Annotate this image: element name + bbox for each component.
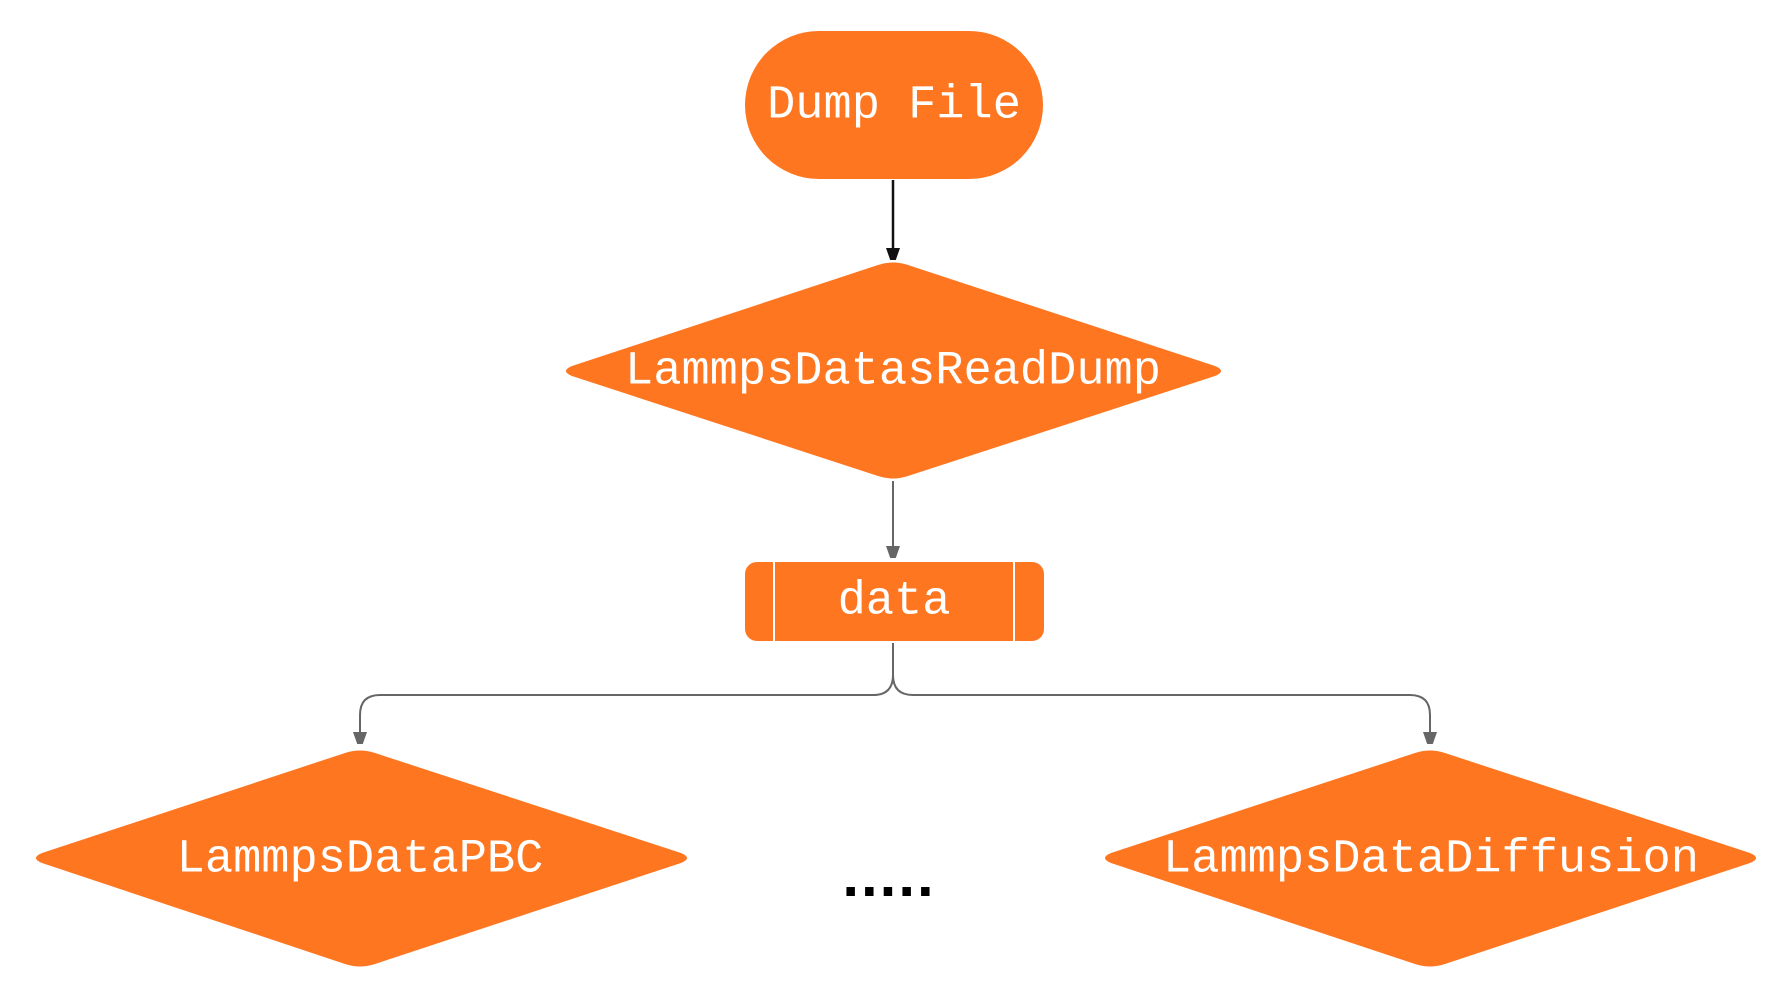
- pbc-shape: [36, 750, 687, 967]
- dump-file-label: Dump File: [767, 79, 1021, 132]
- node-read-dump: LammpsDatasReadDump: [566, 262, 1221, 479]
- node-data: data: [745, 562, 1044, 641]
- pbc-label: LammpsDataPBC: [177, 833, 544, 886]
- read-dump-label: LammpsDatasReadDump: [625, 345, 1161, 398]
- edge-data-to-pbc: [360, 643, 894, 742]
- dump-file-shape: [745, 31, 1043, 179]
- edge-data-to-diffusion: [892, 643, 1430, 742]
- diffusion-label: LammpsDataDiffusion: [1163, 833, 1699, 886]
- node-diffusion: LammpsDataDiffusion: [1105, 750, 1756, 967]
- node-dump-file: Dump File: [745, 31, 1043, 179]
- ellipsis-dots: .....: [842, 842, 935, 909]
- diffusion-shape: [1105, 750, 1756, 967]
- data-label: data: [838, 575, 951, 628]
- node-pbc: LammpsDataPBC: [36, 750, 687, 967]
- edges: [360, 180, 1430, 742]
- data-shape: [745, 562, 1044, 641]
- read-dump-shape: [566, 262, 1221, 479]
